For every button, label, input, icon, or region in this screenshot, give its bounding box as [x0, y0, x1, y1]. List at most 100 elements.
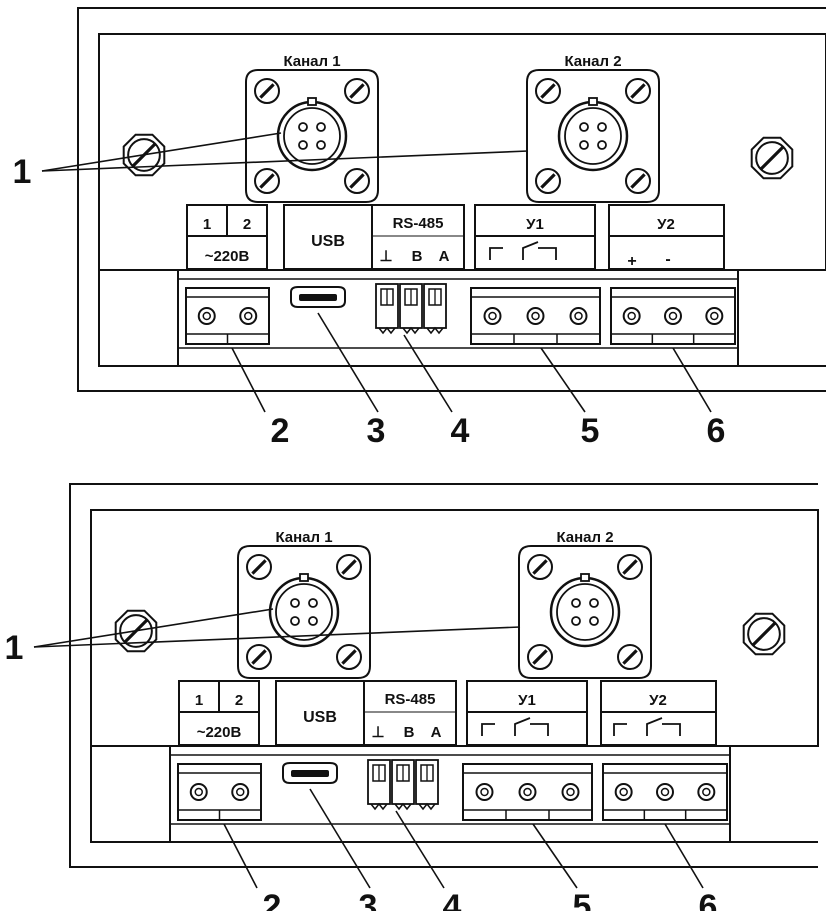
- connector-flange: [245, 69, 379, 203]
- screw-head: [344, 78, 370, 104]
- callout-6: 6: [699, 888, 718, 911]
- screw-slot: [341, 559, 357, 575]
- screw-head: [336, 554, 362, 580]
- screw-head: [625, 78, 651, 104]
- front-panel: [98, 33, 826, 271]
- screw-icon: [535, 168, 561, 194]
- screw-icon: [254, 168, 280, 194]
- usb-port-icon: [290, 286, 346, 308]
- bolt-outline: [122, 133, 166, 177]
- rs485-teeth: [378, 326, 396, 335]
- screw-head: [617, 644, 643, 670]
- connector-key: [299, 573, 309, 582]
- screw-slot: [532, 559, 548, 575]
- connector-inner-ring: [275, 583, 333, 641]
- screw-slot: [540, 173, 556, 189]
- bolt-outline: [742, 612, 786, 656]
- screw-head: [344, 168, 370, 194]
- screw-icon: [527, 644, 553, 670]
- callout-2: 2: [263, 888, 282, 911]
- screw-slot: [532, 649, 548, 665]
- terminal-screw: [705, 307, 724, 325]
- channel-2-connector: [518, 545, 652, 679]
- out2-terminal-block: [602, 763, 728, 821]
- rs485-teeth: [426, 326, 444, 335]
- terminal-2-label: 2: [243, 216, 251, 233]
- connector-pin: [308, 616, 318, 626]
- connector-outer-ring: [557, 100, 629, 172]
- usb-label: USB: [303, 709, 337, 726]
- leader-4: [403, 334, 453, 413]
- screw-head: [625, 168, 651, 194]
- screw-slot: [630, 83, 646, 99]
- leader-6: [664, 823, 704, 889]
- terminal-screw-center: [202, 311, 211, 321]
- screw-icon: [617, 644, 643, 670]
- terminal-screw-center: [627, 311, 636, 321]
- bolt-outline: [750, 136, 794, 180]
- screw-slot: [630, 173, 646, 189]
- out1-terminal-block: [462, 763, 593, 821]
- rs485-terminal-block: [375, 283, 447, 335]
- terminal-screw: [656, 783, 674, 801]
- terminal-screw-center: [236, 787, 245, 797]
- power-label: ~220В: [197, 724, 242, 741]
- screw-head: [246, 554, 272, 580]
- connector-pin: [579, 140, 589, 150]
- connector-pin: [316, 122, 326, 132]
- connector-pin: [597, 122, 607, 132]
- screw-icon: [535, 78, 561, 104]
- usb-label: USB: [311, 233, 345, 250]
- screw-slot: [349, 83, 365, 99]
- terminal-screw: [239, 307, 258, 325]
- rs485-a-label: A: [431, 724, 442, 741]
- terminal-screw-center: [531, 311, 540, 321]
- leader-1b: [41, 150, 529, 172]
- connector-pin: [589, 616, 599, 626]
- leader-3: [309, 788, 371, 889]
- connector-pin: [589, 598, 599, 608]
- usb-outer: [290, 286, 346, 308]
- out2-label: У2: [657, 216, 675, 233]
- screw-head: [254, 78, 280, 104]
- terminal-screw: [664, 307, 682, 325]
- terminal-screw: [475, 783, 494, 801]
- relay-contact-icon: [481, 717, 549, 736]
- channel-2-label: Канал 2: [564, 53, 621, 70]
- rs485-ground-label: ⊥: [371, 724, 384, 741]
- channel-2-connector: [526, 69, 660, 203]
- callout-1: 1: [13, 153, 32, 191]
- screw-slot: [622, 649, 638, 665]
- rs485-label: RS-485: [393, 215, 444, 232]
- terminal-screw: [697, 783, 716, 801]
- relay-contact-icon: [489, 241, 557, 260]
- terminal-screw: [483, 307, 502, 325]
- connector-flange: [237, 545, 371, 679]
- screw-icon: [344, 168, 370, 194]
- mounting-bolt-icon: [750, 136, 794, 180]
- connector-inner-ring: [564, 107, 622, 165]
- bolt-outline: [114, 609, 158, 653]
- terminal-screw-center: [702, 787, 711, 797]
- screw-head: [254, 168, 280, 194]
- usb-rs485-label-box: [275, 680, 457, 746]
- connector-pin: [316, 140, 326, 150]
- screw-slot: [251, 649, 267, 665]
- callout-6: 6: [707, 412, 726, 450]
- usb-slot: [299, 294, 337, 301]
- power-label: ~220В: [205, 248, 250, 265]
- screw-slot: [259, 173, 275, 189]
- out2-plus-label: +: [627, 253, 636, 270]
- channel-1-label: Канал 1: [275, 529, 332, 546]
- terminal-2-label: 2: [235, 692, 243, 709]
- terminal-screw-center: [194, 787, 203, 797]
- out2-label: У2: [649, 692, 667, 709]
- connector-inner-ring: [556, 583, 614, 641]
- connector-pin: [579, 122, 589, 132]
- screw-icon: [625, 168, 651, 194]
- terminal-body: [610, 287, 736, 345]
- connector-key: [307, 97, 317, 106]
- terminal-rail: [169, 745, 731, 843]
- screw-slot: [622, 559, 638, 575]
- terminal-screw: [231, 783, 250, 801]
